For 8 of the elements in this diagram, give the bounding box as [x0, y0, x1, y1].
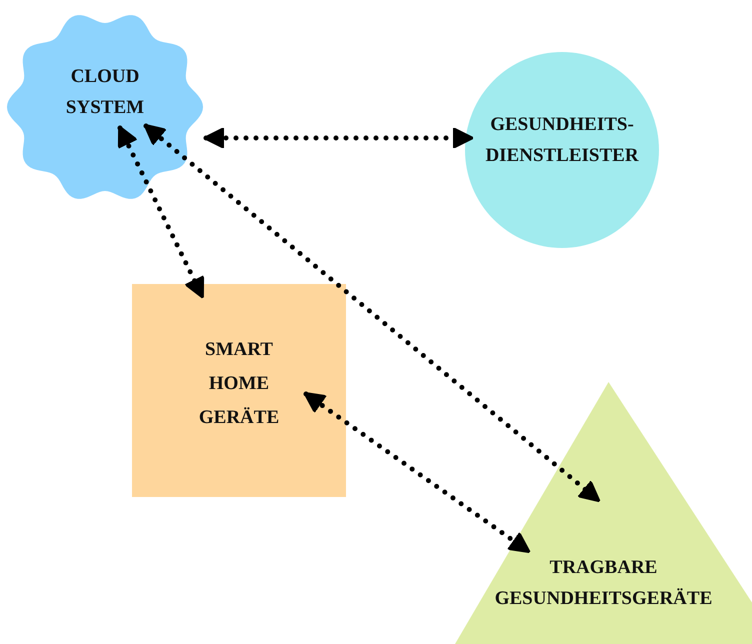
node-label: TRAGBARE GESUNDHEITSGERÄTE: [494, 556, 714, 611]
node-label: GESUNDHEITS- DIENSTLEISTER: [484, 113, 640, 168]
node-label: SMART HOME GERÄTE: [198, 338, 280, 430]
dotted-arrow: [203, 127, 474, 149]
dotted-arrow: [303, 392, 531, 554]
dotted-arrow: [143, 124, 601, 502]
node-label: CLOUD SYSTEM: [64, 65, 146, 120]
dotted-arrow: [118, 125, 204, 299]
